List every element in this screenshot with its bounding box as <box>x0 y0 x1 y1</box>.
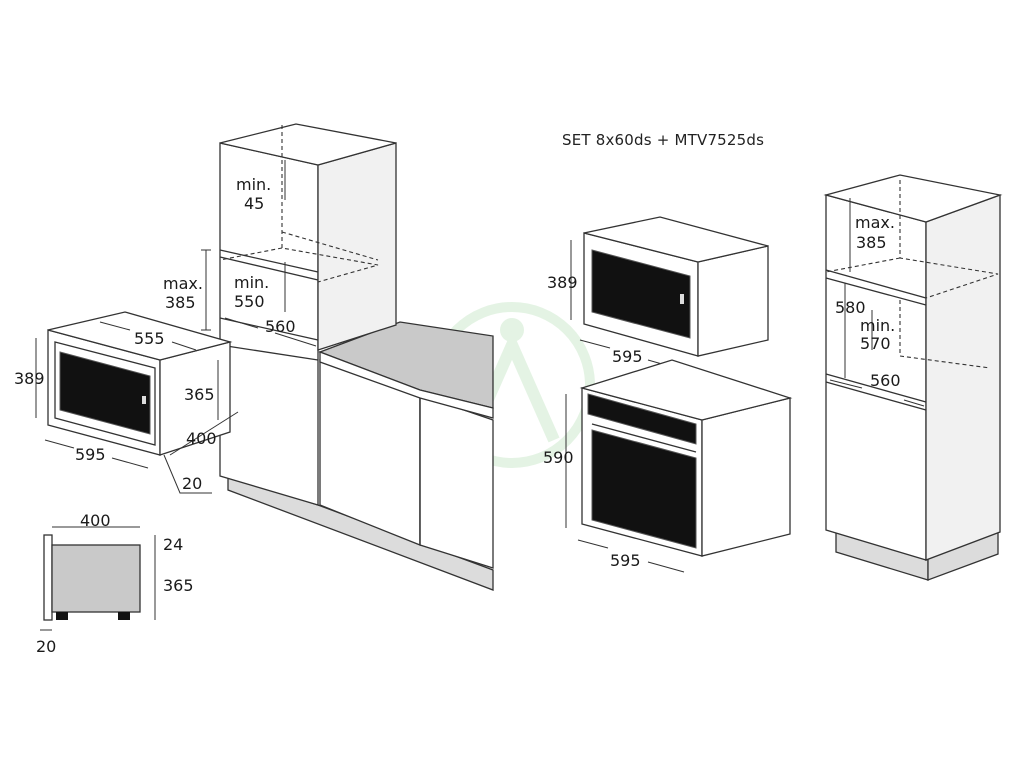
microwave-lip-value: 20 <box>182 474 202 493</box>
side-height-value: 365 <box>163 576 194 595</box>
right-min-label: min. <box>860 316 895 335</box>
microwave-3d <box>35 311 239 494</box>
side-lip-value: 20 <box>36 637 56 656</box>
set-microwave-width-value: 595 <box>612 347 643 366</box>
left-max-label: max. <box>163 274 203 293</box>
left-depth-value: 560 <box>265 317 296 336</box>
right-max-label: max. <box>855 213 895 232</box>
set-oven-width-value: 595 <box>610 551 641 570</box>
set-microwave-height-value: 389 <box>547 273 578 292</box>
microwave-width-value: 595 <box>75 445 106 464</box>
microwave-inner-width-value: 555 <box>134 329 165 348</box>
left-min-label: min. <box>234 273 269 292</box>
left-max-value: 385 <box>165 293 196 312</box>
set-microwave-3d <box>570 216 769 373</box>
right-min-value: 570 <box>860 334 891 353</box>
side-top-value: 24 <box>163 535 183 554</box>
kitchen-unit-right <box>823 174 1003 581</box>
set-oven-height-value: 590 <box>543 448 574 467</box>
set-oven-3d <box>565 359 793 573</box>
left-gap-top-label: min. <box>236 175 271 194</box>
right-max-value: 385 <box>856 233 887 252</box>
microwave-inner-height-value: 365 <box>184 385 215 404</box>
kitchen-unit-left <box>201 123 494 591</box>
right-depth-value: 560 <box>870 371 901 390</box>
left-min-value: 550 <box>234 292 265 311</box>
right-niche-height-value: 580 <box>835 298 866 317</box>
set-title: SET 8x60ds + MTV7525ds <box>562 131 764 149</box>
left-gap-top-value: 45 <box>244 194 264 213</box>
side-depth-value: 400 <box>80 511 111 530</box>
microwave-side-view <box>40 526 156 631</box>
microwave-height-value: 389 <box>14 369 45 388</box>
microwave-depth-value: 400 <box>186 429 217 448</box>
